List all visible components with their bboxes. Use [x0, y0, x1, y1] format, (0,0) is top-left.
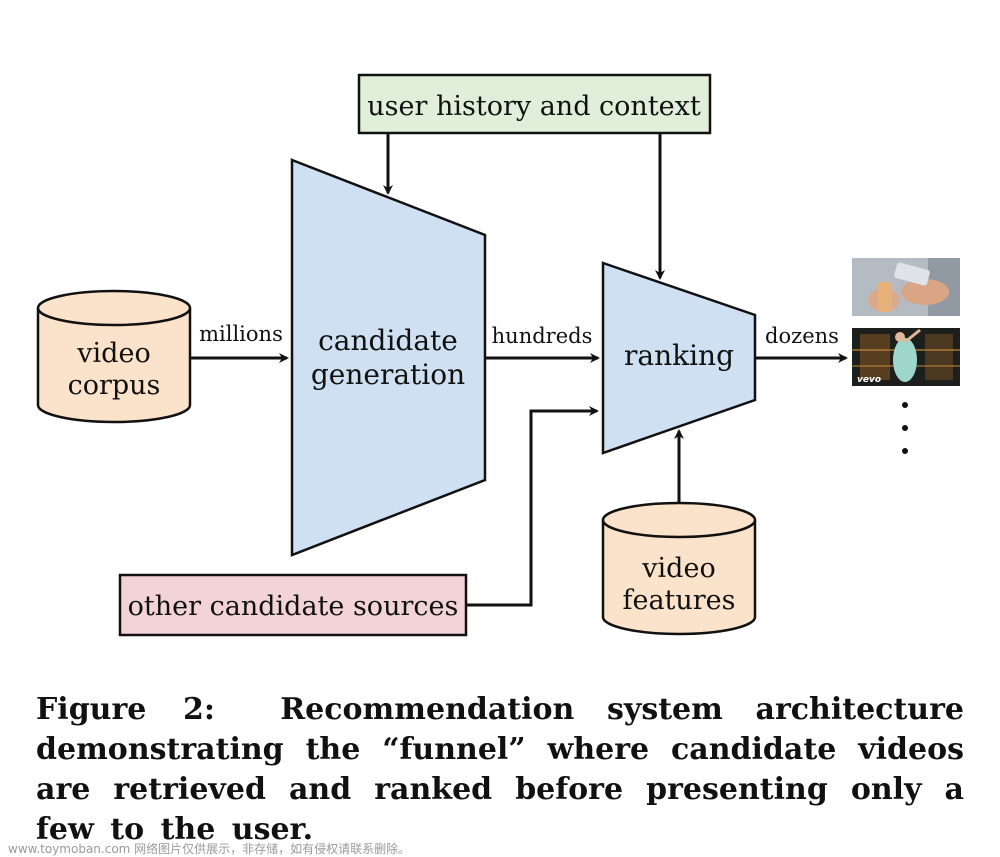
figure-caption: Figure 2: Recommendation system architec… [36, 690, 964, 850]
arrow-other-sources-to-ranking [466, 406, 599, 607]
figure-caption-label: Figure 2: [36, 692, 215, 727]
figure-caption-text: Recommendation system architecture demon… [36, 692, 965, 847]
video-thumbnail-2: vevo [852, 328, 960, 386]
ranking-label: ranking [624, 339, 734, 372]
user-history-box: user history and context [357, 73, 712, 135]
video-corpus-db: video corpus [36, 289, 192, 424]
other-candidate-sources-box: other candidate sources [118, 573, 468, 637]
ranking-funnel: ranking [601, 261, 757, 455]
candidate-generation-label-line1: candidate [318, 324, 458, 357]
watermark-text: www.toymoban.com 网络图片仅供展示，非存储，如有侵权请联系删除。 [8, 842, 411, 856]
user-history-label: user history and context [367, 91, 701, 122]
other-candidate-sources-label: other candidate sources [128, 591, 459, 622]
edge-label-hundreds: hundreds [492, 324, 593, 348]
edge-label-dozens: dozens [765, 324, 839, 348]
video-thumbnail-1 [852, 258, 960, 316]
video-features-label-line2: features [622, 585, 735, 616]
candidate-generation-funnel: candidate generation [290, 158, 487, 557]
candidate-generation-label-line2: generation [311, 358, 465, 391]
more-results-ellipsis [902, 402, 908, 454]
video-features-label-line1: video [641, 553, 715, 584]
vevo-logo: vevo [857, 375, 881, 385]
video-corpus-label-line2: corpus [68, 370, 161, 401]
video-features-db: video features [601, 501, 757, 636]
video-corpus-label-line1: video [76, 338, 150, 369]
edge-label-millions: millions [199, 322, 283, 346]
